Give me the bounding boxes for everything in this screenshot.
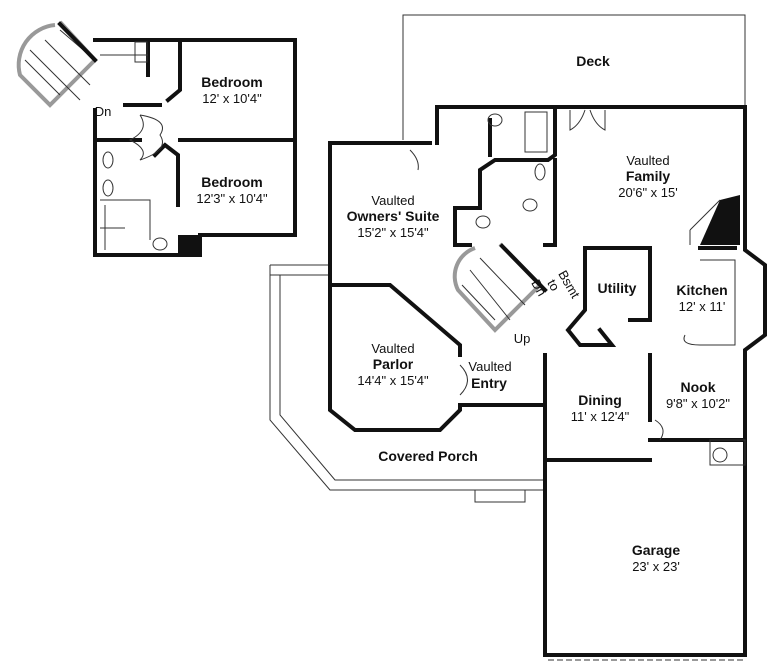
- deck-label: Deck: [576, 53, 610, 69]
- family-size: 20'6" x 15': [618, 185, 677, 200]
- entry-prefix: Vaulted: [468, 359, 511, 374]
- nook-name: Nook: [681, 379, 716, 395]
- parlor-prefix: Vaulted: [371, 341, 414, 356]
- bedroom-2-name: Bedroom: [201, 174, 262, 190]
- garage-name: Garage: [632, 542, 680, 558]
- nook-size: 9'8" x 10'2": [666, 396, 730, 411]
- entry-name: Entry: [471, 375, 507, 391]
- main-stairs[interactable]: [452, 242, 548, 333]
- dining-size: 11' x 12'4": [571, 409, 630, 424]
- garage-size: 23' x 23': [632, 559, 680, 574]
- parlor-size: 14'4" x 15'4": [357, 373, 429, 388]
- kitchen-size: 12' x 11': [679, 299, 726, 314]
- porch-label: Covered Porch: [378, 448, 478, 464]
- owners-suite-prefix: Vaulted: [371, 193, 414, 208]
- upper-floor: Dn Bedroom 12' x 10'4" Bedroom 12'3" x 1…: [16, 20, 297, 257]
- bedroom-2-size: 12'3" x 10'4": [196, 191, 268, 206]
- upper-stairs[interactable]: [16, 20, 98, 108]
- owners-suite-size: 15'2" x 15'4": [357, 225, 429, 240]
- family-name: Family: [626, 168, 671, 184]
- stairs-down-label: Dn: [528, 277, 549, 299]
- stairs-up-label: Up: [514, 331, 531, 346]
- kitchen-name: Kitchen: [676, 282, 727, 298]
- dining-name: Dining: [578, 392, 622, 408]
- bedroom-1-size: 12' x 10'4": [202, 91, 262, 106]
- upper-stairs-label: Dn: [95, 104, 112, 119]
- owners-suite-name: Owners' Suite: [347, 208, 440, 224]
- family-prefix: Vaulted: [626, 153, 669, 168]
- utility-name: Utility: [598, 280, 637, 296]
- parlor-name: Parlor: [373, 356, 414, 372]
- bedroom-1-name: Bedroom: [201, 74, 262, 90]
- main-floor: Up Dn to Bsmt Deck Vaulted Family 20'6" …: [269, 14, 767, 661]
